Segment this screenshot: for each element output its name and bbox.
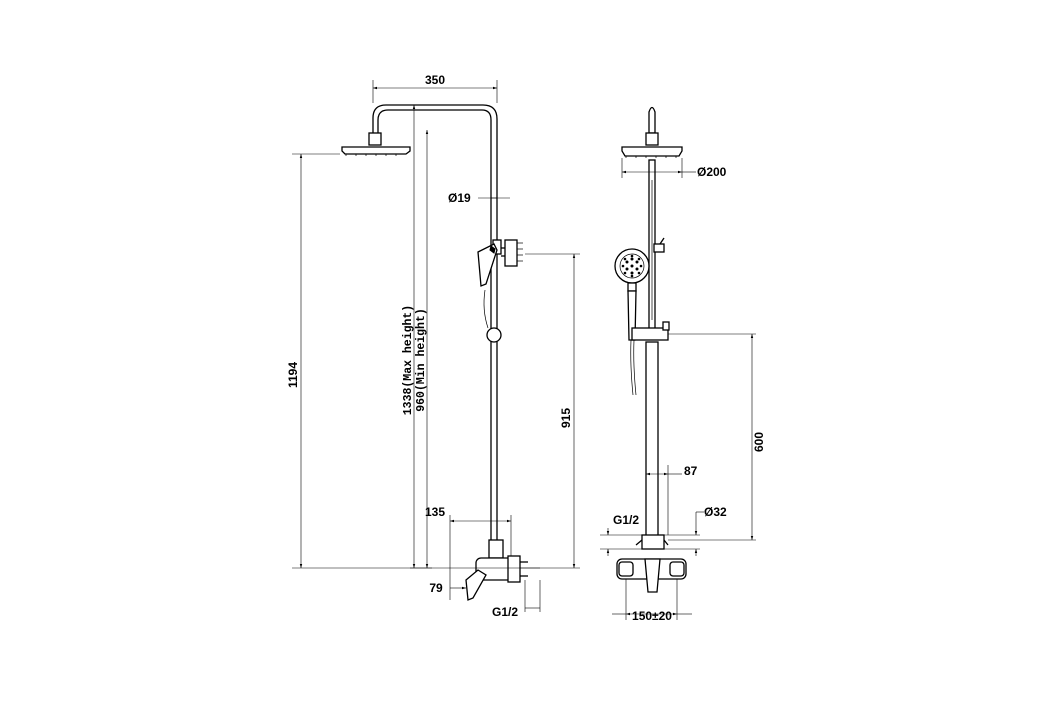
hand-shower-side	[477, 239, 523, 343]
dim-label-max-height: 1338(Max height)	[402, 305, 415, 415]
dim-label-centers: 150±20	[632, 609, 672, 623]
side-dimension-lines	[299, 86, 576, 609]
rain-shower-head-side	[341, 132, 411, 156]
front-view: Ø200 600 87 G1/2 Ø32 150±20	[600, 106, 766, 623]
dim-label-min-height: 960(Min height)	[415, 308, 428, 412]
front-extension-lines	[600, 158, 756, 620]
dim-label-wall: 79	[429, 581, 443, 595]
slider-bracket-front	[631, 321, 670, 341]
side-extension-lines	[292, 80, 580, 612]
dim-label-thread-side: G1/2	[492, 605, 518, 619]
spray-nozzles	[621, 254, 643, 278]
rain-shower-head-front	[621, 132, 683, 158]
dim-label-total-height: 1194	[286, 362, 300, 388]
dim-label-width: 350	[425, 73, 445, 87]
dim-label-slider-height: 600	[752, 432, 766, 452]
dim-label-pipe-diameter: Ø19	[448, 191, 471, 205]
dim-label-head-diameter: Ø200	[697, 165, 727, 179]
dim-label-tube-diameter: Ø32	[704, 505, 727, 519]
overhead-arm	[372, 104, 498, 540]
dim-label-spacing: 87	[684, 464, 698, 478]
mixer-side	[465, 539, 528, 601]
front-dimension-lines	[606, 170, 754, 616]
dim-label-hand-height: 915	[559, 408, 573, 428]
hand-shower-front	[614, 237, 665, 396]
side-view: 350 Ø19 1194 1338(Max height) 960(Min he…	[286, 73, 580, 619]
dim-label-offset: 135	[425, 505, 445, 519]
dim-label-thread-front: G1/2	[613, 513, 639, 527]
mixer-front	[616, 534, 687, 593]
